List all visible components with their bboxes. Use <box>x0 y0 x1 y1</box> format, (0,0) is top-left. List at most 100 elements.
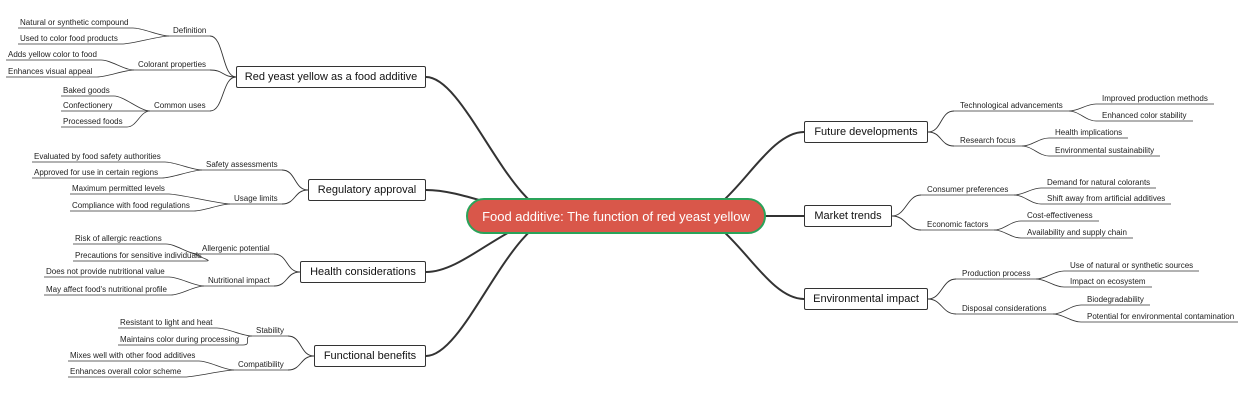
subtopic-left-3-1[interactable]: Compatibility <box>238 360 284 369</box>
link-main-sub-right-2-1 <box>927 298 957 315</box>
leaf-right-1-1-1[interactable]: Availability and supply chain <box>1027 228 1127 237</box>
subtopic-right-0-1[interactable]: Research focus <box>960 136 1016 145</box>
leaf-right-2-1-1[interactable]: Potential for environmental contaminatio… <box>1087 312 1235 321</box>
subtopic-left-2-1[interactable]: Nutritional impact <box>208 276 270 285</box>
root-topic[interactable]: Food additive: The function of red yeast… <box>466 198 766 234</box>
leaf-left-2-0-1[interactable]: Precautions for sensitive individuals <box>75 251 202 260</box>
link-sub-leaf-right-2-1-0 <box>1052 304 1082 315</box>
link-sub-leaf-left-0-2-2 <box>126 110 151 128</box>
subtopic-left-1-1[interactable]: Usage limits <box>234 194 278 203</box>
subtopic-left-1-0[interactable]: Safety assessments <box>206 160 278 169</box>
link-sub-leaf-right-0-0-1 <box>1068 110 1097 122</box>
link-root-left-0 <box>425 76 561 217</box>
link-sub-leaf-left-1-0-1 <box>161 169 203 179</box>
link-sub-leaf-right-0-1-0 <box>1021 137 1050 147</box>
leaf-left-2-1-0[interactable]: Does not provide nutritional value <box>46 267 165 276</box>
main-topic-left-3[interactable]: Functional benefits <box>314 345 426 367</box>
leaf-right-1-1-0[interactable]: Cost-effectiveness <box>1027 211 1093 220</box>
link-root-left-3 <box>425 215 561 357</box>
link-sub-leaf-right-0-0-0 <box>1068 103 1097 112</box>
link-sub-leaf-right-0-1-1 <box>1021 145 1050 157</box>
leaf-left-1-0-0[interactable]: Evaluated by food safety authorities <box>34 152 161 161</box>
link-sub-leaf-left-0-1-1 <box>96 69 135 78</box>
link-main-sub-right-0-0 <box>927 110 955 133</box>
subtopic-left-0-1[interactable]: Colorant properties <box>138 60 207 69</box>
leaf-left-0-2-1[interactable]: Confectionery <box>63 101 113 110</box>
leaf-right-1-0-0[interactable]: Demand for natural colorants <box>1047 178 1151 187</box>
link-sub-leaf-right-2-0-1 <box>1035 278 1065 288</box>
leaf-left-3-0-1[interactable]: Maintains color during processing <box>120 335 240 344</box>
link-sub-leaf-left-0-0-0 <box>132 27 170 37</box>
link-sub-leaf-left-0-1-0 <box>100 59 135 71</box>
link-main-sub-left-1-1 <box>281 189 309 205</box>
subtopic-left-0-0[interactable]: Definition <box>173 26 207 35</box>
leaf-right-2-0-0[interactable]: Use of natural or synthetic sources <box>1070 261 1194 270</box>
link-sub-leaf-left-3-1-1 <box>184 369 235 378</box>
leaf-left-3-1-0[interactable]: Mixes well with other food additives <box>70 351 196 360</box>
subtopic-right-0-0[interactable]: Technological advancements <box>960 101 1063 110</box>
link-main-sub-right-1-0 <box>891 194 922 217</box>
leaf-left-0-1-1[interactable]: Enhances visual appeal <box>8 67 93 76</box>
link-main-sub-right-1-1 <box>891 215 922 231</box>
link-sub-leaf-right-1-1-0 <box>993 220 1022 231</box>
main-topic-left-1[interactable]: Regulatory approval <box>308 179 426 201</box>
link-main-sub-right-0-1 <box>927 131 955 147</box>
link-main-sub-right-2-0 <box>927 278 957 300</box>
link-main-sub-left-2-0 <box>273 253 301 273</box>
link-sub-leaf-left-0-0-1 <box>121 35 170 45</box>
leaf-right-0-0-1[interactable]: Enhanced color stability <box>1102 111 1187 120</box>
leaf-left-0-1-0[interactable]: Adds yellow color to food <box>8 50 97 59</box>
link-sub-leaf-right-1-0-0 <box>1013 187 1042 196</box>
link-sub-leaf-left-1-1-1 <box>193 203 231 212</box>
link-sub-leaf-left-3-0-1 <box>242 335 253 346</box>
link-sub-leaf-left-2-1-1 <box>170 285 205 296</box>
link-sub-leaf-right-2-1-1 <box>1052 313 1082 323</box>
link-main-sub-left-3-0 <box>287 335 315 357</box>
link-sub-leaf-right-1-0-1 <box>1013 194 1042 205</box>
link-sub-leaf-left-2-0-1 <box>195 253 209 262</box>
link-sub-leaf-left-0-2-0 <box>113 95 151 112</box>
link-sub-leaf-right-2-0-0 <box>1035 270 1065 280</box>
link-sub-leaf-left-1-1-0 <box>168 193 231 205</box>
leaf-left-1-0-1[interactable]: Approved for use in certain regions <box>34 168 159 177</box>
leaf-left-2-1-1[interactable]: May affect food's nutritional profile <box>46 285 167 294</box>
main-topic-right-1[interactable]: Market trends <box>804 205 892 227</box>
link-sub-leaf-left-2-1-0 <box>168 276 205 287</box>
leaf-left-0-2-2[interactable]: Processed foods <box>63 117 123 126</box>
leaf-right-1-0-1[interactable]: Shift away from artificial additives <box>1047 194 1166 203</box>
subtopic-right-1-0[interactable]: Consumer preferences <box>927 185 1009 194</box>
link-sub-leaf-left-2-0-0 <box>165 243 199 255</box>
leaf-left-1-1-0[interactable]: Maximum permitted levels <box>72 184 165 193</box>
main-topic-left-2[interactable]: Health considerations <box>300 261 426 283</box>
link-sub-leaf-right-1-1-1 <box>993 229 1022 239</box>
subtopic-left-2-0[interactable]: Allergenic potential <box>202 244 270 253</box>
subtopic-left-3-0[interactable]: Stability <box>256 326 285 335</box>
leaf-left-0-0-0[interactable]: Natural or synthetic compound <box>20 18 129 27</box>
subtopic-right-2-1[interactable]: Disposal considerations <box>962 304 1047 313</box>
leaf-right-0-0-0[interactable]: Improved production methods <box>1102 94 1208 103</box>
leaf-right-2-1-0[interactable]: Biodegradability <box>1087 295 1144 304</box>
subtopic-left-0-2[interactable]: Common uses <box>154 101 206 110</box>
leaf-right-2-0-1[interactable]: Impact on ecosystem <box>1070 277 1146 286</box>
main-topic-right-2[interactable]: Environmental impact <box>804 288 928 310</box>
link-sub-leaf-left-3-1-0 <box>198 360 235 371</box>
leaf-left-3-0-0[interactable]: Resistant to light and heat <box>120 318 213 327</box>
subtopic-right-2-0[interactable]: Production process <box>962 269 1031 278</box>
leaf-left-1-1-1[interactable]: Compliance with food regulations <box>72 201 190 210</box>
link-main-sub-left-0-2 <box>209 76 237 112</box>
leaf-left-2-0-0[interactable]: Risk of allergic reactions <box>75 234 162 243</box>
link-main-sub-left-0-1 <box>209 69 237 78</box>
leaf-right-0-1-1[interactable]: Environmental sustainability <box>1055 146 1155 155</box>
link-main-sub-left-1-0 <box>281 169 309 191</box>
main-topic-right-0[interactable]: Future developments <box>804 121 928 143</box>
main-topic-left-0[interactable]: Red yeast yellow as a food additive <box>236 66 426 88</box>
leaf-left-0-2-0[interactable]: Baked goods <box>63 86 110 95</box>
leaf-left-3-1-1[interactable]: Enhances overall color scheme <box>70 367 182 376</box>
link-main-sub-left-3-1 <box>287 355 315 371</box>
link-sub-leaf-left-3-0-0 <box>216 327 253 337</box>
link-main-sub-left-2-1 <box>273 271 301 287</box>
leaf-left-0-0-1[interactable]: Used to color food products <box>20 34 118 43</box>
subtopic-right-1-1[interactable]: Economic factors <box>927 220 989 229</box>
leaf-right-0-1-0[interactable]: Health implications <box>1055 128 1123 137</box>
